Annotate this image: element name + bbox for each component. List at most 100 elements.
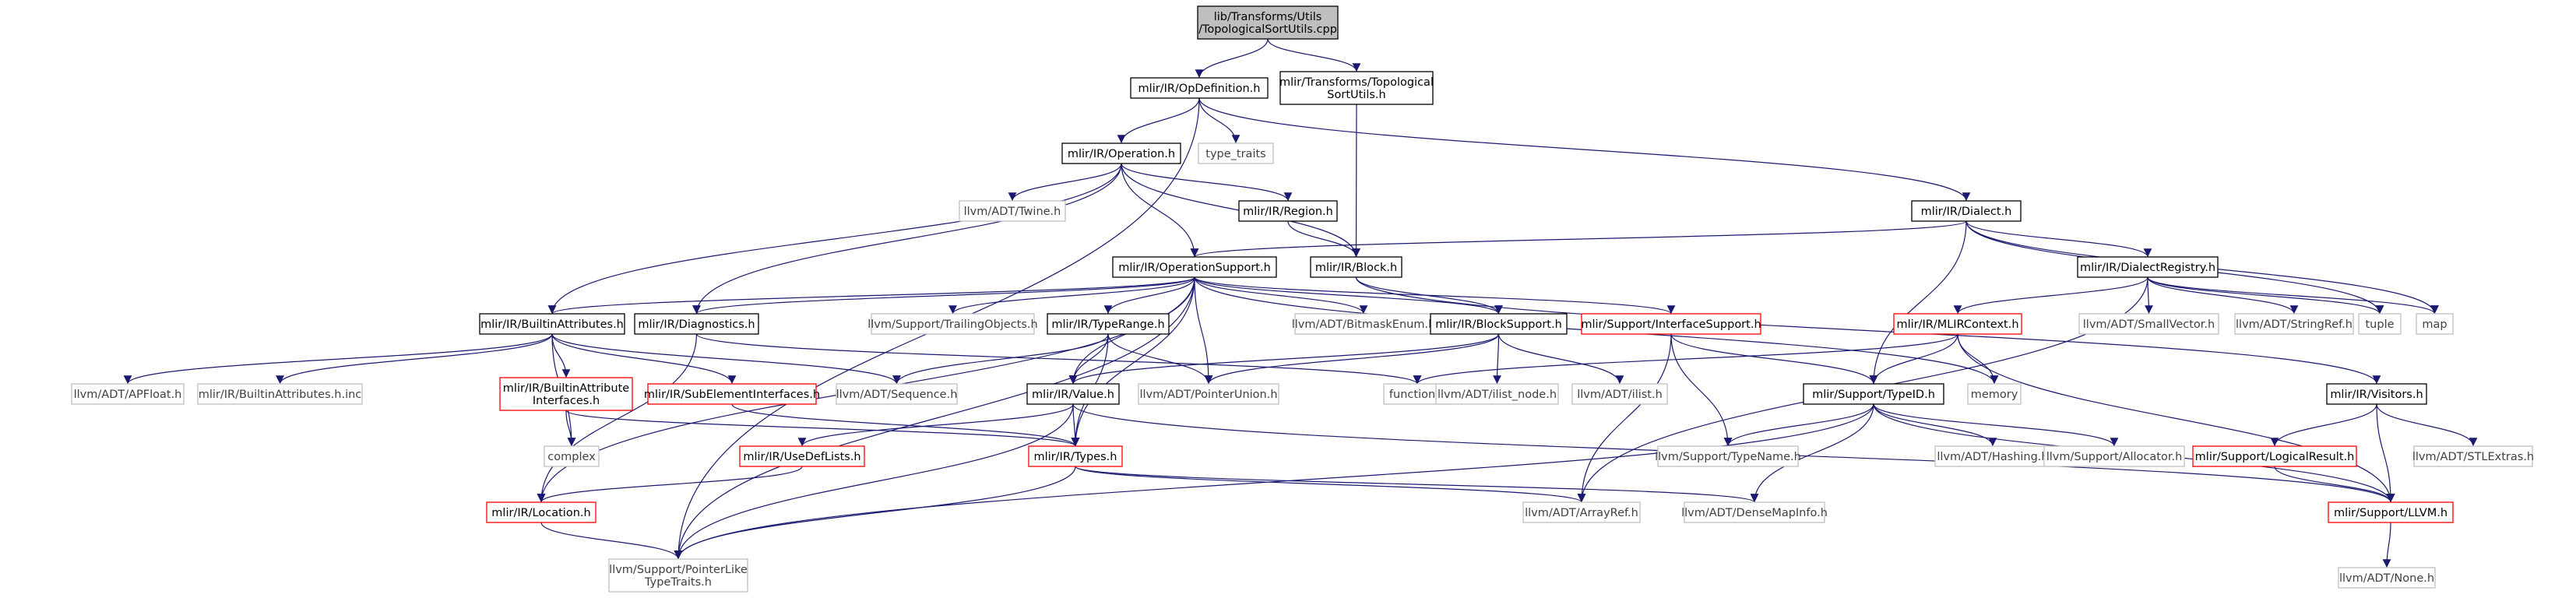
edge-dialectreg-to-mlircontext	[1953, 276, 2148, 315]
node-label: mlir/IR/Types.h	[1034, 451, 1117, 463]
node-usedeflists[interactable]: mlir/IR/UseDefLists.h	[739, 445, 865, 467]
node-stlextras[interactable]: llvm/ADT/STLExtras.h	[2412, 445, 2534, 467]
node-ilistnode[interactable]: llvm/ADT/ilist_node.h	[1435, 383, 1559, 405]
edge-diagnostics-to-location	[537, 333, 698, 503]
node-none[interactable]: llvm/ADT/None.h	[2338, 567, 2436, 589]
node-label: mlir/Support/LogicalResult.h	[2195, 451, 2355, 463]
edge-typerange-to-ptrunion	[1107, 333, 1213, 385]
node-box	[2077, 256, 2219, 278]
node-memory[interactable]: memory	[1967, 383, 2022, 405]
node-map[interactable]: map	[2416, 313, 2454, 335]
node-region[interactable]: mlir/IR/Region.h	[1238, 200, 1338, 222]
node-opsupport[interactable]: mlir/IR/OperationSupport.h	[1112, 256, 1277, 278]
node-sequence[interactable]: llvm/ADT/Sequence.h	[836, 383, 958, 405]
edge-builtinattrs-to-subelem	[551, 333, 737, 385]
node-label: SortUtils.h	[1327, 89, 1385, 101]
node-tuple[interactable]: tuple	[2358, 313, 2402, 335]
node-box	[2328, 501, 2454, 523]
node-dialect[interactable]: mlir/IR/Dialect.h	[1911, 200, 2022, 222]
node-label: mlir/IR/MLIRContext.h	[1896, 318, 2018, 331]
edge-subelem-to-types	[731, 403, 1080, 447]
edge-dialect-to-dialectreg	[1965, 220, 2152, 258]
node-blocksupport[interactable]: mlir/IR/BlockSupport.h	[1430, 313, 1568, 335]
node-location[interactable]: mlir/IR/Location.h	[486, 501, 596, 523]
node-mlircontext[interactable]: mlir/IR/MLIRContext.h	[1893, 313, 2022, 335]
node-label: mlir/IR/OperationSupport.h	[1118, 262, 1271, 274]
node-visitors[interactable]: mlir/IR/Visitors.h	[2326, 383, 2427, 405]
node-arrayref[interactable]: llvm/ADT/ArrayRef.h	[1522, 501, 1641, 523]
node-label: llvm/ADT/ArrayRef.h	[1525, 507, 1638, 519]
edge-builtinattrs-to-builtinattrsinc	[276, 333, 553, 385]
node-label: mlir/IR/Location.h	[491, 507, 590, 519]
node-smallvector[interactable]: llvm/ADT/SmallVector.h	[2078, 313, 2219, 335]
node-subelem[interactable]: mlir/IR/SubElementInterfaces.h	[644, 383, 820, 405]
node-logicalresult[interactable]: mlir/Support/LogicalResult.h	[2192, 445, 2357, 467]
node-diagnostics[interactable]: mlir/IR/Diagnostics.h	[634, 313, 759, 335]
node-box	[1112, 256, 1277, 278]
edge-dialect-to-typeid	[1869, 220, 1967, 385]
edge-builtinattrs-to-sequence	[551, 333, 901, 385]
node-label: llvm/ADT/ilist.h	[1577, 389, 1663, 401]
node-typeid[interactable]: mlir/Support/TypeID.h	[1803, 383, 1944, 405]
node-type_traits[interactable]: type_traits	[1198, 142, 1274, 164]
node-box	[2358, 313, 2402, 335]
node-box	[1238, 200, 1338, 222]
node-ptrunion[interactable]: llvm/ADT/PointerUnion.h	[1138, 383, 1279, 405]
node-label: mlir/IR/Value.h	[1032, 389, 1114, 401]
node-twine[interactable]: llvm/ADT/Twine.h	[959, 200, 1066, 222]
edge-operation-to-diagnostics	[692, 163, 1122, 315]
node-label: llvm/ADT/Hashing.h	[1937, 451, 2048, 463]
node-allocator[interactable]: llvm/Support/Allocator.h	[2043, 445, 2185, 467]
node-hashing[interactable]: llvm/ADT/Hashing.h	[1934, 445, 2051, 467]
edge-typeid-to-ptrlike	[674, 403, 1874, 560]
node-types[interactable]: mlir/IR/Types.h	[1028, 445, 1123, 467]
node-builtinattrs[interactable]: mlir/IR/BuiltinAttributes.h	[479, 313, 625, 335]
node-ifacesupport[interactable]: mlir/Support/InterfaceSupport.h	[1581, 313, 1761, 335]
node-box	[871, 313, 1035, 335]
node-llvm[interactable]: mlir/Support/LLVM.h	[2328, 501, 2454, 523]
edge-opdef-to-dialect	[1198, 97, 1971, 202]
edge-opdef-to-operation	[1117, 97, 1200, 144]
node-operation[interactable]: mlir/IR/Operation.h	[1061, 142, 1181, 164]
edge-opsupport-to-trailing	[948, 276, 1195, 315]
node-typename[interactable]: llvm/Support/TypeName.h	[1655, 445, 1801, 467]
node-apfloat[interactable]: llvm/ADT/APFloat.h	[71, 383, 185, 405]
node-topo[interactable]: mlir/Transforms/TopologicalSortUtils.h	[1279, 71, 1434, 105]
edge-types-to-arrayref	[1075, 466, 1586, 503]
edge-visitors-to-llvm	[2376, 403, 2395, 503]
node-bitmask[interactable]: llvm/ADT/BitmaskEnum.h	[1292, 313, 1436, 335]
node-dialectreg[interactable]: mlir/IR/DialectRegistry.h	[2077, 256, 2219, 278]
edge-types-to-ptrlike	[674, 466, 1076, 560]
node-block[interactable]: mlir/IR/Block.h	[1310, 256, 1402, 278]
node-box	[1967, 383, 2022, 405]
node-builtinattrsinc[interactable]: mlir/IR/BuiltinAttributes.h.inc	[197, 383, 363, 405]
node-label: map	[2422, 318, 2447, 331]
node-label: mlir/IR/BlockSupport.h	[1435, 318, 1562, 331]
node-box	[486, 501, 596, 523]
edge-dialectreg-to-stringref	[2147, 276, 2299, 315]
edge-value-to-usedeflists	[797, 403, 1074, 447]
node-opdef[interactable]: mlir/IR/OpDefinition.h	[1130, 77, 1269, 99]
edge-usedeflists-to-location	[537, 466, 803, 503]
node-label: mlir/Support/TypeID.h	[1812, 389, 1935, 401]
edge-operation-to-twine	[1008, 163, 1122, 202]
node-label: llvm/Support/PointerLike	[609, 564, 748, 576]
edge-root-to-topo	[1267, 38, 1361, 72]
node-ilist[interactable]: llvm/ADT/ilist.h	[1571, 383, 1668, 405]
node-complex[interactable]: complex	[544, 445, 600, 467]
node-value[interactable]: mlir/IR/Value.h	[1026, 383, 1120, 405]
node-label: llvm/ADT/None.h	[2339, 572, 2434, 585]
node-box	[634, 313, 759, 335]
node-typerange[interactable]: mlir/IR/TypeRange.h	[1047, 313, 1170, 335]
node-trailing[interactable]: llvm/Support/TrailingObjects.h	[867, 313, 1038, 335]
node-densemapinfo[interactable]: llvm/ADT/DenseMapInfo.h	[1681, 501, 1828, 523]
edge-ifacesupport-to-typeid	[1670, 333, 1878, 385]
node-root[interactable]: lib/Transforms/Utils/TopologicalSortUtil…	[1197, 5, 1339, 40]
node-label: mlir/IR/BuiltinAttributes.h.inc	[199, 389, 362, 401]
node-box	[2338, 567, 2436, 589]
node-stringref[interactable]: llvm/ADT/StringRef.h	[2234, 313, 2354, 335]
edge-region-to-block	[1287, 220, 1360, 258]
node-label: llvm/ADT/SmallVector.h	[2083, 318, 2215, 331]
